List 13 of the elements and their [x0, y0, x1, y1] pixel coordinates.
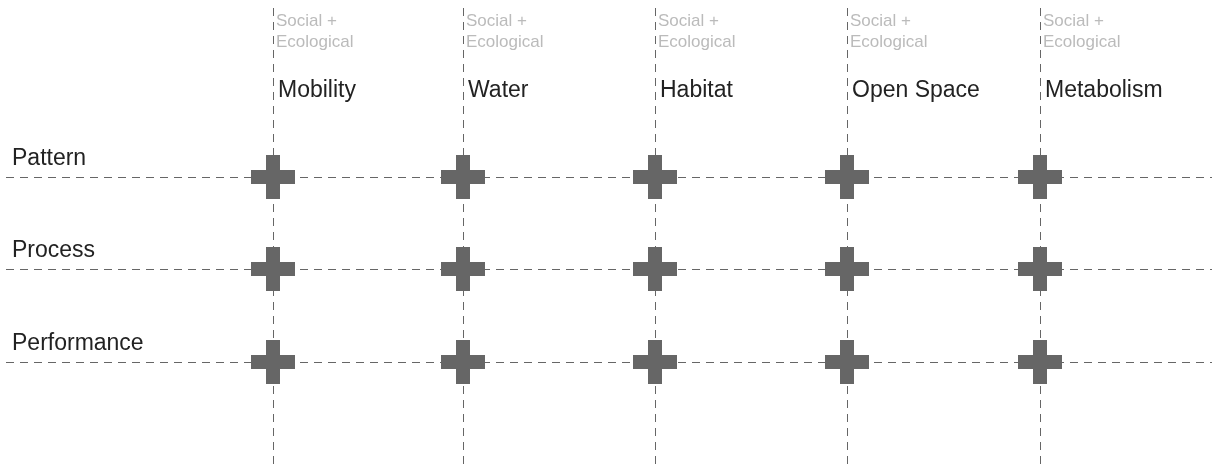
row-label: Process [12, 236, 96, 262]
column-subtitle: Social + Ecological [850, 10, 929, 52]
column-subtitle: Social + Ecological [276, 10, 355, 52]
column-subtitle: Social + Ecological [466, 10, 545, 52]
row-label: Pattern [12, 144, 87, 170]
row-label: Performance [12, 329, 144, 355]
column-subtitle: Social + Ecological [658, 10, 737, 52]
column-heading: Mobility [278, 76, 356, 102]
column-heading: Water [468, 76, 529, 102]
column-heading: Habitat [660, 76, 733, 102]
column-heading: Open Space [852, 76, 980, 102]
column-subtitle: Social + Ecological [1043, 10, 1122, 52]
column-heading: Metabolism [1045, 76, 1163, 102]
